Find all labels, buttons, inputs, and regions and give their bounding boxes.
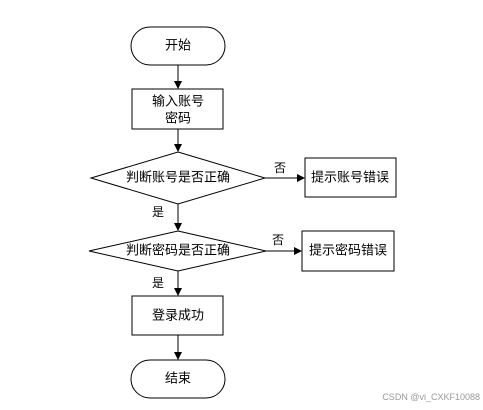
account-error-label: 提示账号错误 xyxy=(311,170,389,186)
arrowhead-success-to-end xyxy=(174,352,182,360)
password-yes-label: 是 xyxy=(152,276,164,290)
start-label: 开始 xyxy=(165,39,191,54)
input-process xyxy=(131,88,224,130)
end-label: 结束 xyxy=(165,372,191,387)
arrowhead-input-to-account-check xyxy=(174,144,182,152)
arrowhead-start-to-input xyxy=(174,81,182,89)
login-success-process xyxy=(131,295,224,336)
watermark: CSDN @vi_CXKF10088 xyxy=(382,392,480,402)
account-yes-label: 是 xyxy=(152,205,164,219)
password-error-process xyxy=(301,230,395,272)
account-error-process xyxy=(304,157,397,198)
arrowhead-password-yes xyxy=(174,288,182,296)
arrowhead-password-no xyxy=(294,247,302,255)
input-label-line1: 输入账号 xyxy=(152,94,204,110)
login-success-label: 登录成功 xyxy=(152,309,204,324)
password-check-label: 判断密码是否正确 xyxy=(126,243,230,259)
password-error-label: 提示密码错误 xyxy=(309,243,387,259)
account-no-label: 否 xyxy=(274,161,286,175)
password-no-label: 否 xyxy=(272,233,284,247)
input-label-line2: 密码 xyxy=(165,111,191,127)
arrowhead-account-no xyxy=(297,174,305,182)
end-terminal xyxy=(130,359,226,399)
account-check-label: 判断账号是否正确 xyxy=(126,171,230,186)
arrowhead-account-yes xyxy=(174,223,182,231)
